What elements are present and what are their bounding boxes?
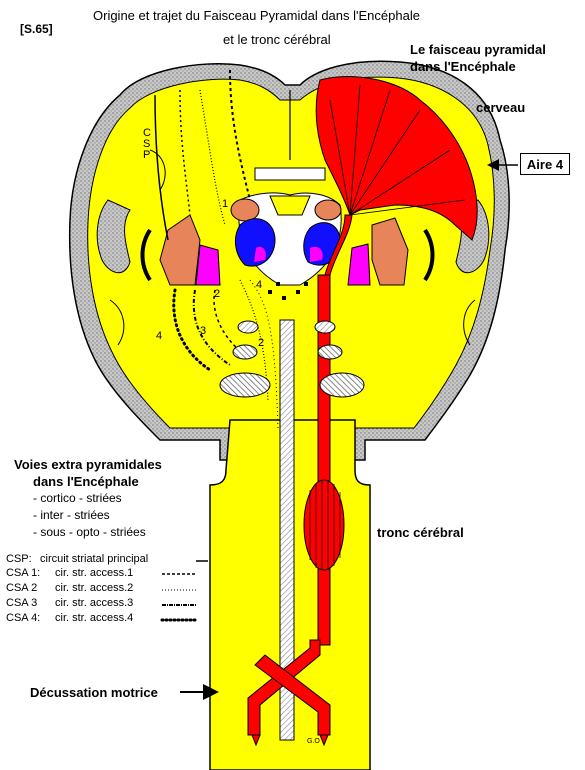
pallidum-left bbox=[195, 244, 221, 286]
label-num4b: 4 bbox=[256, 279, 263, 291]
decussation bbox=[247, 639, 321, 736]
label-num3: 3 bbox=[200, 325, 207, 337]
legend-code-csa3: CSA 3 bbox=[6, 597, 38, 609]
legend-text-csa1: cir. str. access.1 bbox=[55, 567, 134, 579]
label-num4: 4 bbox=[156, 330, 163, 342]
pallidum-right bbox=[347, 243, 371, 286]
legend-code-csp: CSP: bbox=[6, 553, 32, 565]
title-line1: Origine et trajet du Faisceau Pyramidal … bbox=[93, 8, 420, 23]
striatum-right bbox=[371, 217, 409, 286]
tronc-label: tronc cérébral bbox=[377, 525, 464, 540]
label-num1: 1 bbox=[222, 198, 229, 210]
legend-code-csa2: CSA 2 bbox=[6, 582, 38, 594]
title-line2: et le tronc cérébral bbox=[223, 32, 331, 47]
legend-text-csa3: cir. str. access.3 bbox=[55, 597, 134, 609]
label-num2: 2 bbox=[214, 288, 221, 300]
csp-vertical-label: C S P bbox=[143, 127, 151, 161]
voies-item: - inter - striées bbox=[33, 508, 110, 522]
reference-label: [S.65] bbox=[20, 22, 53, 36]
legend-text-csa2: cir. str. access.2 bbox=[55, 582, 134, 594]
signature: G.O bbox=[307, 738, 320, 745]
voies-heading-line2: dans l'Encéphale bbox=[33, 474, 139, 489]
decussation-label: Décussation motrice bbox=[30, 685, 158, 700]
central-canal bbox=[279, 319, 295, 741]
substantia-nigra bbox=[219, 372, 271, 398]
legend-code-csa1: CSA 1: bbox=[6, 567, 41, 579]
label-num2b: 2 bbox=[258, 337, 265, 349]
pyramidal-tract-cortex bbox=[315, 76, 478, 241]
voies-item: - cortico - striées bbox=[33, 491, 122, 505]
cerveau-label: cerveau bbox=[476, 100, 526, 115]
voies-heading-line1: Voies extra pyramidales bbox=[14, 457, 162, 472]
legend-code-csa4: CSA 4: bbox=[6, 612, 41, 624]
faisceau-label-line1: Le faisceau pyramidal bbox=[410, 42, 546, 57]
legend-text-csp: circuit striatal principal bbox=[40, 553, 149, 565]
faisceau-label-line2: dans l'Encéphale bbox=[410, 59, 516, 74]
legend-text-csa4: cir. str. access.4 bbox=[55, 612, 134, 624]
aire4-label: Aire 4 bbox=[520, 153, 570, 175]
voies-item: - sous - opto - striées bbox=[33, 525, 146, 539]
